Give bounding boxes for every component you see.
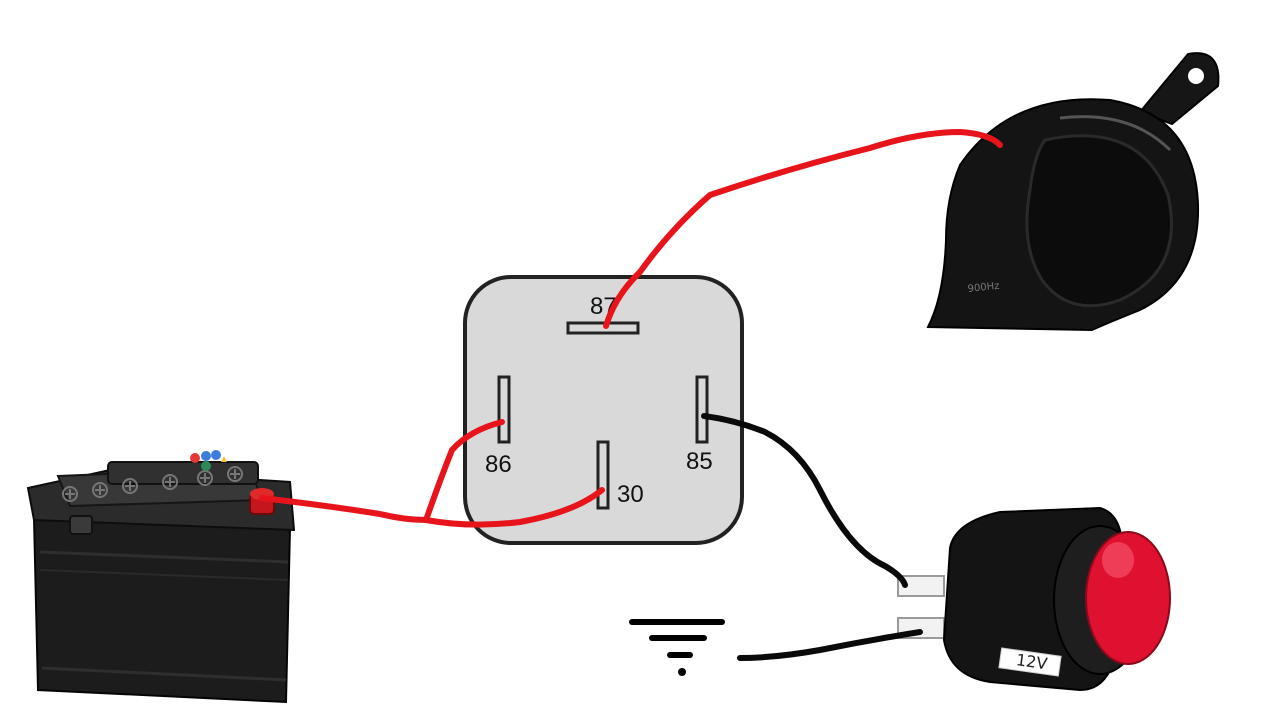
relay-body — [463, 275, 744, 545]
wire-switch-to-ground — [737, 629, 923, 661]
battery-ridge — [39, 550, 289, 564]
wire-pin-85-to-switch — [701, 413, 908, 588]
relay-pin-30 — [596, 440, 610, 510]
relay-pin-86 — [497, 375, 511, 444]
battery-lid-raised — [107, 461, 259, 485]
battery-label-icon — [211, 450, 221, 460]
horn-highlight — [1059, 115, 1172, 152]
switch-marking: 12V — [1015, 650, 1049, 673]
battery-label-icon — [201, 461, 211, 471]
horn-face — [1025, 134, 1173, 308]
wire-to-pin-86 — [423, 419, 505, 523]
battery-ridge — [41, 666, 287, 682]
pin-label-86: 86 — [485, 451, 512, 478]
battery-label-icon — [201, 451, 211, 461]
relay: 87 86 85 30 — [463, 275, 744, 545]
wire-pin-87-to-horn — [603, 129, 1003, 329]
battery-cell-marks — [62, 466, 243, 502]
push-button-switch: 12V — [897, 506, 1171, 692]
battery-label-icon — [190, 453, 200, 463]
battery-ridge — [39, 569, 289, 581]
wire-to-pin-30 — [423, 487, 605, 528]
car-horn: 900Hz — [926, 52, 1220, 332]
car-battery — [26, 450, 296, 704]
switch-label-sticker — [998, 647, 1062, 677]
horn-bracket — [1138, 52, 1220, 126]
pin-label-85: 85 — [686, 448, 713, 475]
switch-contact-top — [897, 575, 945, 597]
pin-label-30: 30 — [617, 481, 644, 508]
ground-symbol — [629, 619, 725, 676]
switch-button-highlight — [1102, 542, 1134, 578]
battery-label-icon — [221, 456, 227, 462]
relay-pin-87 — [566, 321, 640, 335]
horn-marking: 900Hz — [967, 281, 1000, 295]
horn-mount-hole — [1188, 68, 1204, 84]
wire-battery-positive — [259, 495, 429, 523]
relay-pin-85 — [695, 375, 709, 444]
battery-negative-terminal — [69, 515, 93, 535]
